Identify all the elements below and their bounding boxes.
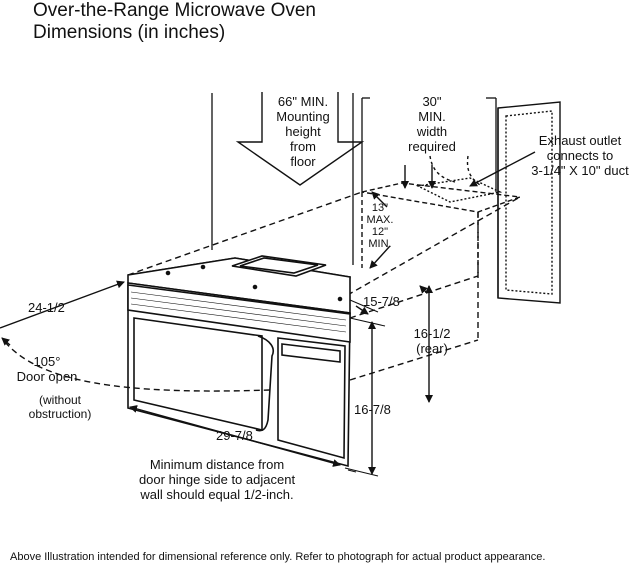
door-open-label: 105° Door open: [16, 354, 78, 384]
page-title: Over-the-Range Microwave Oven Dimensions…: [33, 0, 316, 44]
front-height-label: 16-7/8: [354, 402, 391, 417]
gap-arrow-bottom: [369, 245, 391, 269]
depth-label: 24-1/2: [28, 300, 65, 315]
wall-lines: [211, 93, 497, 265]
gap-arrow-top: [371, 191, 388, 208]
mount-height-arrow: [235, 92, 365, 186]
width-arrow: [129, 405, 341, 467]
mount-height-label: 66" MIN. Mounting height from floor: [276, 94, 330, 169]
title-line-1: Over-the-Range Microwave Oven: [33, 0, 316, 21]
obstruction-label: (without obstruction): [28, 393, 92, 421]
width-required-label: 30" MIN. width required: [408, 94, 456, 154]
top-depth-arrow-1: [355, 305, 369, 315]
title-line-2: Dimensions (in inches): [33, 22, 226, 43]
gap-label: 13" MAX. 12" MIN.: [366, 202, 394, 250]
width-label: 29-7/8: [216, 428, 253, 443]
hinge-note: Minimum distance from door hinge side to…: [138, 457, 296, 502]
top-depth-label: 15-7/8: [363, 294, 400, 309]
exhaust-leader: [469, 151, 536, 187]
depth-arrow: [0, 280, 125, 329]
rear-height-label: 16-1/2 (rear): [413, 326, 451, 356]
top-depth-arrow-2: [419, 285, 428, 294]
side-wall: [497, 101, 561, 304]
duct-curve: [429, 155, 456, 183]
exhaust-label: Exhaust outlet connects to 3-1/4" X 10" …: [531, 133, 629, 178]
door-swing-arc: [4, 341, 271, 392]
duct-outline: [415, 177, 503, 203]
footer-note: Above Illustration intended for dimensio…: [10, 551, 546, 563]
